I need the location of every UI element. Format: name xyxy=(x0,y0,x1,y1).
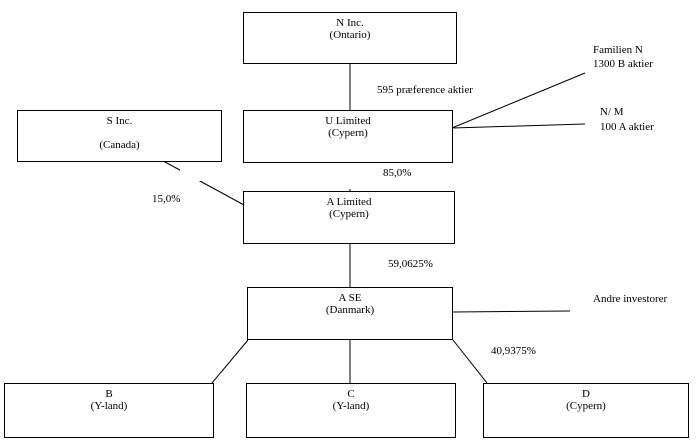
line-gap-s xyxy=(180,168,206,181)
b-shares-label: 1300 B aktier xyxy=(593,58,653,70)
line-nm-to-u xyxy=(451,123,586,129)
entity-name: N Inc. xyxy=(336,17,364,29)
entity-name: U Limited xyxy=(325,115,371,127)
entity-name: D xyxy=(582,388,590,400)
line-others-to-ase xyxy=(452,310,571,313)
n-m-label: N/ M xyxy=(600,106,624,118)
entity-c: C (Y-land) xyxy=(246,383,456,438)
entity-country: (Y-land) xyxy=(332,400,370,412)
preference-shares-label: 595 præference aktier xyxy=(377,84,473,96)
entity-d: D (Cypern) xyxy=(483,383,689,438)
line-ase-to-b xyxy=(211,339,249,384)
entity-name: C xyxy=(347,388,355,400)
entity-country: (Cypern) xyxy=(566,400,606,412)
line-familien-to-u xyxy=(451,72,586,129)
entity-country: (Ontario) xyxy=(329,29,371,41)
entity-name: A Limited xyxy=(326,196,372,208)
entity-country: (Cypern) xyxy=(328,127,368,139)
s-ownership-pct: 15,0% xyxy=(152,193,181,205)
line-ase-to-d xyxy=(452,339,488,384)
entity-a-se: A SE (Danmark) xyxy=(247,287,453,340)
other-investors-label: Andre investorer xyxy=(593,293,668,305)
entity-country: (Y-land) xyxy=(90,400,128,412)
u-ownership-pct: 85,0% xyxy=(383,167,412,179)
entity-country: (Canada) xyxy=(99,139,140,151)
entity-name: S Inc. xyxy=(106,115,133,127)
entity-country: (Danmark) xyxy=(325,304,375,316)
entity-name: B xyxy=(105,388,113,400)
entity-u-limited: U Limited (Cypern) xyxy=(243,110,453,163)
entity-b: B (Y-land) xyxy=(4,383,214,438)
a-limited-ownership-pct: 59,0625% xyxy=(388,258,433,270)
entity-name: A SE xyxy=(338,292,362,304)
other-investors-pct: 40,9375% xyxy=(491,345,536,357)
entity-n-inc: N Inc. (Ontario) xyxy=(243,12,457,64)
line-gap-u xyxy=(345,163,445,189)
familien-n-label: Familien N xyxy=(593,44,643,56)
entity-a-limited: A Limited (Cypern) xyxy=(243,191,455,244)
entity-country: (Cypern) xyxy=(329,208,369,220)
a-shares-label: 100 A aktier xyxy=(600,121,654,133)
entity-s-inc: S Inc. (Canada) xyxy=(17,110,222,162)
